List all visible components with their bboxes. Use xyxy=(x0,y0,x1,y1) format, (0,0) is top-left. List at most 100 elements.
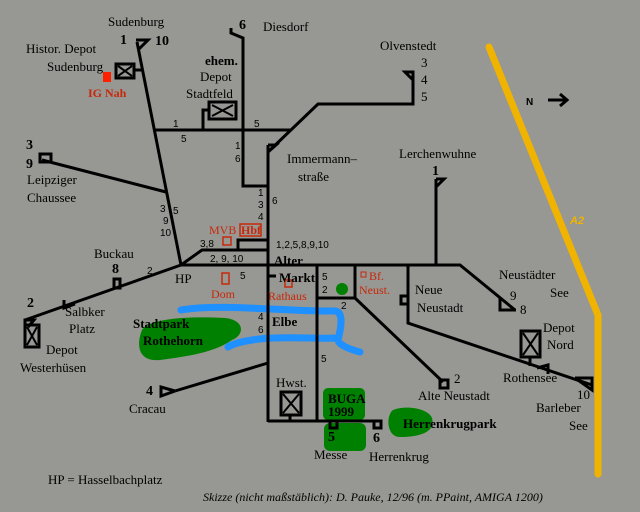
line-num: 1 xyxy=(173,119,179,130)
line-num: 3 xyxy=(26,138,33,153)
line-num: 4 xyxy=(421,72,428,87)
line-num: 5 xyxy=(181,134,187,145)
rathaus-marker xyxy=(284,279,293,288)
depot-icon-stadtfeld xyxy=(207,100,238,121)
label-sudenburg: Sudenburg xyxy=(108,14,165,29)
label-markt: Markt xyxy=(279,270,316,285)
label-histor-depot: Histor. Depot xyxy=(26,41,96,56)
line-num: 5 xyxy=(240,271,246,282)
park-small xyxy=(336,283,348,295)
line-num: 2 xyxy=(147,266,153,277)
dom-marker xyxy=(221,272,230,285)
line-num: 2 xyxy=(341,301,347,312)
park-buga xyxy=(323,388,365,420)
label-hbf: Hbf xyxy=(241,223,262,237)
line-num: 5 xyxy=(421,89,428,104)
label-ig-nah: IG Nah xyxy=(88,86,127,100)
line-num: 5 xyxy=(321,354,327,365)
line-num: 1,2,5,8,9,10 xyxy=(276,240,329,251)
line-num: 6 xyxy=(272,196,278,207)
park-herrenkrugpark xyxy=(388,407,433,437)
label-hwst: Hwst. xyxy=(276,375,307,390)
park-messe xyxy=(324,423,366,451)
line-num: 3 xyxy=(421,55,428,70)
place-labels: Sudenburg Histor. Depot Sudenburg IG Nah… xyxy=(20,14,588,464)
label-buckau: Buckau xyxy=(94,246,134,261)
label-depot-stadtfeld-1: Depot xyxy=(200,69,232,84)
line-num: 4 xyxy=(258,212,264,223)
label-neustaedter-1: Neustädter xyxy=(499,267,556,282)
line-num: 5 xyxy=(254,119,260,130)
depot-icon-westerhuesen xyxy=(23,323,41,349)
line-num: 10 xyxy=(155,34,169,49)
line-num: 5 xyxy=(173,206,179,217)
label-mvb: MVB xyxy=(209,223,236,237)
line-num: 2 xyxy=(454,371,461,386)
label-stadtpark-1: Stadtpark xyxy=(133,316,190,331)
line-num: 10 xyxy=(160,228,172,239)
north-arrow-icon xyxy=(548,92,570,108)
line-num: 3,8 xyxy=(200,239,214,250)
label-alte-neustadt: Alte Neustadt xyxy=(418,388,490,403)
label-rathaus: Rathaus xyxy=(268,289,307,303)
label-ehem: ehem. xyxy=(205,53,238,68)
label-elbe: Elbe xyxy=(272,314,298,329)
label-depot-w-1: Depot xyxy=(46,342,78,357)
line-num: 2 xyxy=(27,296,34,311)
line-num: 6 xyxy=(239,18,246,33)
label-hp: HP xyxy=(175,271,192,286)
park-rothehorn xyxy=(139,317,242,361)
line-num: 9 xyxy=(163,216,169,227)
label-lerchenwuhne: Lerchenwuhne xyxy=(399,146,476,161)
river-elbe xyxy=(177,303,364,356)
label-barleber-1: Barleber xyxy=(536,400,581,415)
label-neue-1: Neue xyxy=(415,282,443,297)
line-num: 2, 9, 10 xyxy=(210,254,244,265)
line-num: 1 xyxy=(235,141,241,152)
line-num: 1 xyxy=(120,33,127,48)
tram-tracks xyxy=(23,28,594,430)
line-num: 2 xyxy=(322,285,328,296)
label-messe: Messe xyxy=(314,447,347,462)
label-leipziger-2: Chaussee xyxy=(27,190,76,205)
depot-icon-nord xyxy=(519,329,542,359)
north-label: N xyxy=(526,97,533,108)
motorway-a2 xyxy=(485,43,602,478)
legend-hp: HP = Hasselbachplatz xyxy=(48,472,163,487)
motorway-label: A2 xyxy=(569,215,584,227)
label-cracau: Cracau xyxy=(129,401,166,416)
line-num: 10 xyxy=(577,387,590,402)
line-num: 9 xyxy=(510,288,517,303)
label-neustaedter-2: See xyxy=(550,285,569,300)
label-buga-1: BUGA xyxy=(328,391,366,406)
line-num: 6 xyxy=(373,431,380,446)
label-bf: Bf. xyxy=(369,269,384,283)
label-alter: Alter xyxy=(274,253,303,268)
line-num: 5 xyxy=(322,272,328,283)
label-neust: Neust. xyxy=(359,283,390,297)
line-num: 4 xyxy=(146,384,153,399)
label-immermann-1: Immermann– xyxy=(287,151,358,166)
label-barleber-2: See xyxy=(569,418,588,433)
label-diesdorf: Diesdorf xyxy=(263,19,309,34)
hbf-box xyxy=(239,223,262,237)
line-num: 9 xyxy=(26,157,33,172)
label-immermann-2: straße xyxy=(298,169,329,184)
label-depot-sudenburg: Sudenburg xyxy=(47,59,104,74)
line-num: 3 xyxy=(258,200,264,211)
line-num: 4 xyxy=(258,312,264,323)
label-salbker-2: Platz xyxy=(69,321,95,336)
ig-nah-marker xyxy=(103,72,111,82)
label-buga-2: 1999 xyxy=(328,404,355,419)
label-leipziger-1: Leipziger xyxy=(27,172,77,187)
label-herrenkrugpark: Herrenkrugpark xyxy=(403,416,497,431)
label-dom: Dom xyxy=(211,287,236,301)
label-depot-w-2: Westerhüsen xyxy=(20,360,87,375)
label-herrenkrug: Herrenkrug xyxy=(369,449,429,464)
line-num: 3 xyxy=(160,204,166,215)
bf-neust-marker xyxy=(360,271,367,278)
line-num: 5 xyxy=(328,430,335,445)
line-numbers: 1 10 6 3 4 5 1 3 9 1 5 5 1 6 1 3 4 6 3 5… xyxy=(26,18,590,446)
